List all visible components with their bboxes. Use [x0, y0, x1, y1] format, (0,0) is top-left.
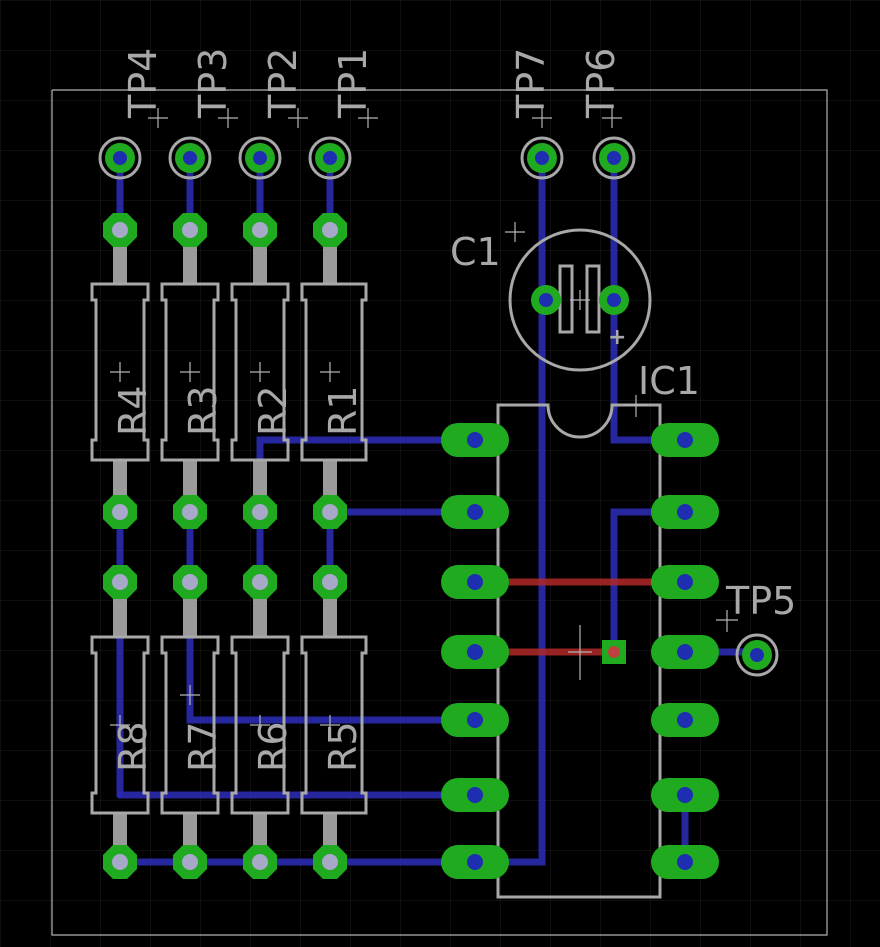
- capacitor-c1: + C1: [450, 222, 652, 372]
- test-point-pad: [315, 143, 345, 173]
- test-points: [98, 108, 779, 677]
- resistor-pad: [243, 565, 277, 599]
- ic-pin-pad: [441, 703, 509, 737]
- label-r4: R4: [111, 385, 155, 436]
- ic-pin-pad: [651, 778, 719, 812]
- label-r5: R5: [321, 721, 365, 772]
- ic-pin-pad: [441, 423, 509, 457]
- label-tp6: TP6: [579, 48, 623, 119]
- test-point-pad: [742, 640, 772, 670]
- resistor-labels: R4 R3 R2 R1 R8 R7 R6 R5: [111, 385, 365, 772]
- label-tp5: TP5: [725, 579, 796, 623]
- ic-pin-pad: [441, 635, 509, 669]
- test-point-pad: [175, 143, 205, 173]
- ic-pin-pad: [441, 845, 509, 879]
- ic-pin-pad: [441, 495, 509, 529]
- label-r6: R6: [251, 721, 295, 772]
- resistor-pad: [103, 565, 137, 599]
- resistor-pad: [243, 495, 277, 529]
- ic-pin-pad: [651, 495, 719, 529]
- ic-pin-pad: [651, 635, 719, 669]
- ic-pin-pad: [651, 703, 719, 737]
- label-tp4: TP4: [121, 48, 165, 119]
- via-pad: [602, 640, 626, 664]
- c1-plus-mark: +: [608, 325, 626, 350]
- label-tp7: TP7: [509, 48, 553, 119]
- ic-pin-pad: [651, 565, 719, 599]
- resistor-pad: [173, 565, 207, 599]
- capacitor-pad: [599, 285, 629, 315]
- resistor-pad: [243, 845, 277, 879]
- ic-pin-pad: [441, 565, 509, 599]
- test-point-pad: [105, 143, 135, 173]
- ic1: IC1: [496, 359, 700, 899]
- resistor-pad: [313, 565, 347, 599]
- resistor-pad: [103, 213, 137, 247]
- ic-pin-pad: [651, 423, 719, 457]
- label-r3: R3: [181, 385, 225, 436]
- board-outline: [51, 89, 828, 936]
- resistor-pad: [103, 845, 137, 879]
- resistor-bodies: [90, 240, 368, 852]
- resistor-pad: [313, 845, 347, 879]
- resistor-pad: [243, 213, 277, 247]
- label-r7: R7: [181, 721, 225, 772]
- test-point-labels: TP4 TP3 TP2 TP1 TP7 TP6 TP5: [121, 48, 796, 623]
- resistor-pad: [103, 495, 137, 529]
- label-r8: R8: [111, 721, 155, 772]
- ic-pin-pad: [441, 778, 509, 812]
- ic-pin-pad: [651, 845, 719, 879]
- label-tp2: TP2: [261, 48, 305, 119]
- resistor-pad: [313, 495, 347, 529]
- resistor-pad: [173, 495, 207, 529]
- label-tp3: TP3: [191, 48, 235, 119]
- test-point-pad: [599, 143, 629, 173]
- capacitor-pad: [531, 285, 561, 315]
- pads: [103, 143, 772, 879]
- label-r1: R1: [321, 385, 365, 436]
- label-r2: R2: [251, 385, 295, 436]
- resistor-pad: [173, 845, 207, 879]
- resistor-pad: [173, 213, 207, 247]
- label-tp1: TP1: [331, 48, 375, 119]
- label-ic1: IC1: [638, 359, 700, 403]
- label-c1: C1: [450, 230, 501, 274]
- test-point-pad: [527, 143, 557, 173]
- resistor-pad: [313, 213, 347, 247]
- test-point-pad: [245, 143, 275, 173]
